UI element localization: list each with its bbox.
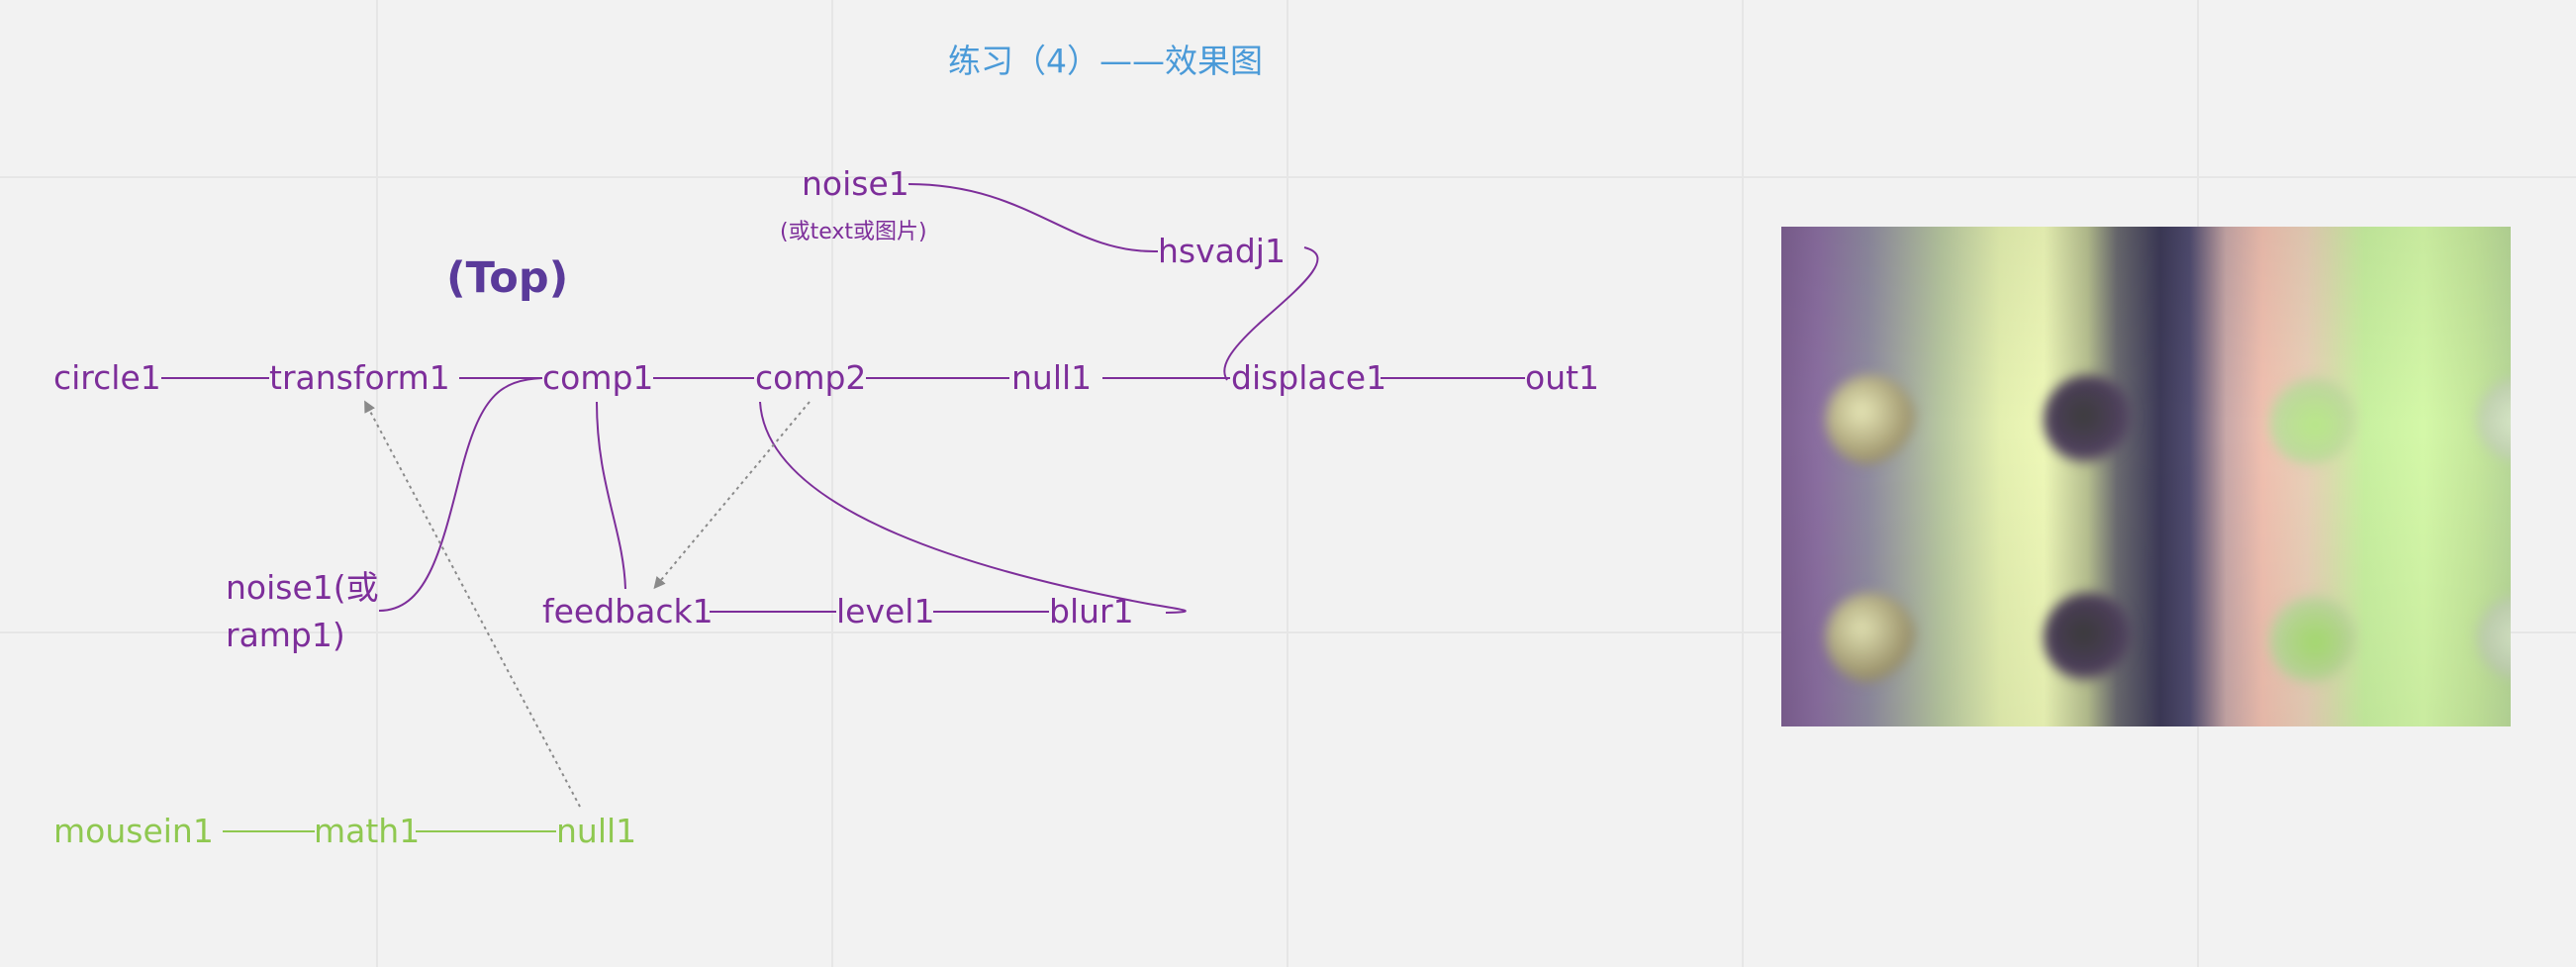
node-null1-bottom[interactable]: null1 [556,812,637,850]
preview-spot [2266,593,2355,682]
node-comp1[interactable]: comp1 [542,358,654,397]
page-title: 练习（4）——效果图 [948,42,1263,80]
node-out1[interactable]: out1 [1525,358,1600,397]
preview-spot [2044,593,2133,682]
node-transform1[interactable]: transform1 [269,358,450,397]
section-heading: (Top) [446,253,569,303]
node-noise1-ramp1[interactable]: noise1(或ramp1) [226,568,379,654]
node-mousein1[interactable]: mousein1 [53,812,214,850]
preview-spot [1826,593,1915,682]
node-null1[interactable]: null1 [1011,358,1093,397]
link-noise1ramp-comp1 [378,377,543,612]
preview-spot [2044,375,2133,464]
link-noise1-hsvadj1 [907,183,1159,253]
node-blur1[interactable]: blur1 [1049,592,1134,630]
node-displace1[interactable]: displace1 [1231,358,1387,397]
node-circle1[interactable]: circle1 [53,358,161,397]
node-feedback1[interactable]: feedback1 [542,592,714,630]
ref-arrow-comp2-feedback1 [653,401,811,590]
link-comp2-blur1 [759,401,1187,614]
link-comp1-feedback1 [596,401,626,590]
node-level1[interactable]: level1 [836,592,935,630]
effect-preview-image [1781,227,2511,726]
preview-spot [1826,375,1915,464]
preview-spot [2266,375,2355,464]
noise1-note: (或text或图片) [780,220,927,244]
link-hsvadj1-displace1 [1223,246,1319,381]
node-noise1-top[interactable]: noise1 [802,164,909,203]
node-math1[interactable]: math1 [314,812,421,850]
preview-spot [2474,593,2511,682]
node-comp2[interactable]: comp2 [755,358,867,397]
node-hsvadj1[interactable]: hsvadj1 [1158,232,1286,270]
preview-spot [2474,375,2511,464]
